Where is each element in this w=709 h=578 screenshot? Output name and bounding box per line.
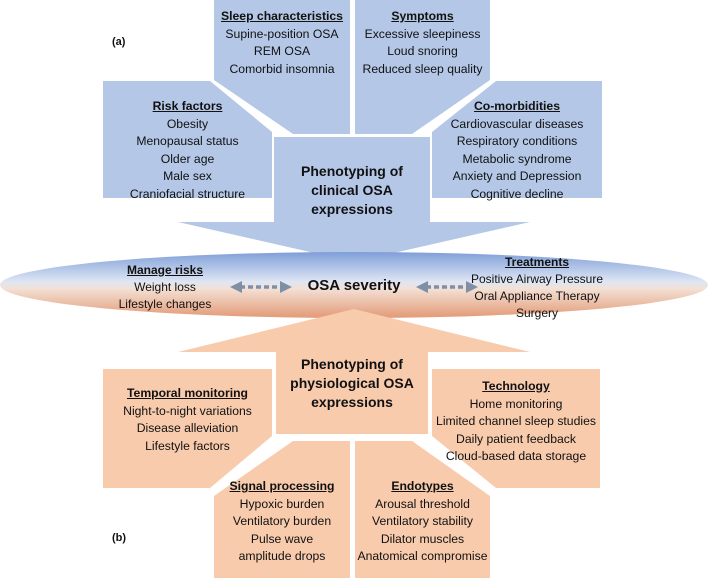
- comorbidities-item: Respiratory conditions: [456, 134, 578, 148]
- risk-factors-item: Older age: [160, 151, 215, 166]
- technology-shape: [432, 369, 600, 488]
- temporal-monitoring-item: Lifestyle factors: [145, 438, 230, 453]
- panel-a-label: (a): [112, 36, 126, 48]
- physiological-arrow-shape: [178, 309, 530, 434]
- sleep-characteristics-item: Comorbid insomnia: [229, 61, 335, 76]
- endotypes-item: Anatomical compromise: [357, 549, 488, 563]
- risk-factors-heading: Risk factors: [152, 99, 223, 113]
- signal-processing-heading: Signal processing: [229, 479, 335, 493]
- symptoms-shape: [355, 0, 490, 134]
- physiological-title-line: physiological OSA: [290, 375, 414, 391]
- technology-box: Technology Home monitoring Limited chann…: [432, 378, 600, 466]
- technology-item: Cloud-based data storage: [445, 449, 587, 463]
- comorbidities-item: Metabolic syndrome: [462, 151, 572, 166]
- clinical-title-line: Phenotyping of: [301, 163, 403, 179]
- manage-risks-item: Weight loss: [134, 280, 196, 294]
- endotypes-heading: Endotypes: [391, 479, 454, 493]
- comorbidities-item: Cognitive decline: [470, 186, 564, 201]
- signal-processing-item: Pulse wave: [250, 531, 314, 546]
- treatments-box: Treatments Positive Airway Pressure Oral…: [462, 254, 612, 322]
- sleep-characteristics-heading: Sleep characteristics: [221, 9, 343, 23]
- risk-factors-item: Male sex: [163, 169, 212, 183]
- symptoms-item: Reduced sleep quality: [362, 61, 483, 76]
- osa-severity-label: OSA severity: [307, 277, 401, 294]
- temporal-monitoring-item: Night-to-night variations: [123, 403, 252, 418]
- technology-item: Home monitoring: [469, 396, 563, 411]
- technology-heading: Technology: [482, 379, 550, 393]
- comorbidities-box: Co-morbidities Cardiovascular diseases R…: [432, 98, 602, 203]
- sleep-characteristics-item: Supine-position OSA: [225, 26, 339, 41]
- treatments-heading: Treatments: [504, 255, 570, 269]
- risk-factors-item: Obesity: [166, 116, 209, 131]
- temporal-monitoring-box: Temporal monitoring Night-to-night varia…: [103, 385, 272, 455]
- risk-factors-item: Menopausal status: [136, 134, 239, 148]
- sleep-characteristics-shape: [214, 0, 350, 134]
- clinical-arrow-shape: [178, 137, 530, 262]
- temporal-monitoring-shape: [103, 369, 272, 488]
- physiological-title-line: expressions: [311, 394, 393, 410]
- signal-processing-shape: [214, 441, 350, 578]
- risk-factors-shape: [103, 81, 272, 198]
- temporal-monitoring-heading: Temporal monitoring: [127, 386, 248, 400]
- technology-item: Daily patient feedback: [456, 431, 576, 446]
- signal-processing-item: amplitude drops: [238, 549, 326, 563]
- panel-b-label: (b): [112, 532, 127, 544]
- endotypes-item: Ventilatory stability: [372, 514, 473, 528]
- manage-risks-item: Lifestyle changes: [118, 297, 212, 311]
- comorbidities-item: Anxiety and Depression: [452, 169, 582, 183]
- signal-processing-item: Ventilatory burden: [232, 514, 332, 528]
- temporal-monitoring-item: Disease alleviation: [136, 421, 239, 435]
- symptoms-item: Excessive sleepiness: [364, 26, 481, 41]
- symptoms-item: Loud snoring: [387, 44, 458, 58]
- endotypes-box: Endotypes Arousal threshold Ventilatory …: [355, 478, 490, 566]
- physiological-title-line: Phenotyping of: [301, 356, 403, 372]
- endotypes-item: Dilator muscles: [380, 531, 465, 546]
- risk-factors-item: Craniofacial structure: [129, 186, 246, 201]
- manage-risks-heading: Manage risks: [126, 263, 204, 277]
- sleep-characteristics-box: Sleep characteristics Supine-position OS…: [214, 8, 350, 78]
- signal-processing-box: Signal processing Hypoxic burden Ventila…: [214, 478, 350, 566]
- comorbidities-heading: Co-morbidities: [474, 99, 560, 113]
- endotypes-item: Arousal threshold: [375, 496, 470, 511]
- manage-risks-box: Manage risks Weight loss Lifestyle chang…: [100, 262, 230, 313]
- physiological-phenotyping-title: Phenotyping of physiological OSA express…: [276, 355, 428, 412]
- signal-processing-item: Hypoxic burden: [239, 496, 325, 511]
- clinical-phenotyping-title: Phenotyping of clinical OSA expressions: [274, 162, 430, 219]
- treatments-item: Surgery: [515, 306, 559, 320]
- technology-item: Limited channel sleep studies: [436, 414, 596, 428]
- osa-severity-ellipse: [0, 252, 708, 318]
- clinical-title-line: expressions: [311, 201, 393, 217]
- comorbidities-shape: [432, 81, 602, 198]
- treatments-item: Oral Appliance Therapy: [474, 289, 600, 303]
- symptoms-box: Symptoms Excessive sleepiness Loud snori…: [355, 8, 490, 78]
- left-double-arrow: [230, 281, 292, 293]
- comorbidities-item: Cardiovascular diseases: [450, 116, 584, 131]
- right-double-arrow: [416, 281, 478, 293]
- risk-factors-box: Risk factors Obesity Menopausal status O…: [103, 98, 272, 203]
- endotypes-shape: [355, 441, 490, 578]
- symptoms-heading: Symptoms: [391, 9, 454, 23]
- treatments-item: Positive Airway Pressure: [470, 272, 604, 286]
- clinical-title-line: clinical OSA: [311, 182, 393, 198]
- sleep-characteristics-item: REM OSA: [253, 44, 311, 58]
